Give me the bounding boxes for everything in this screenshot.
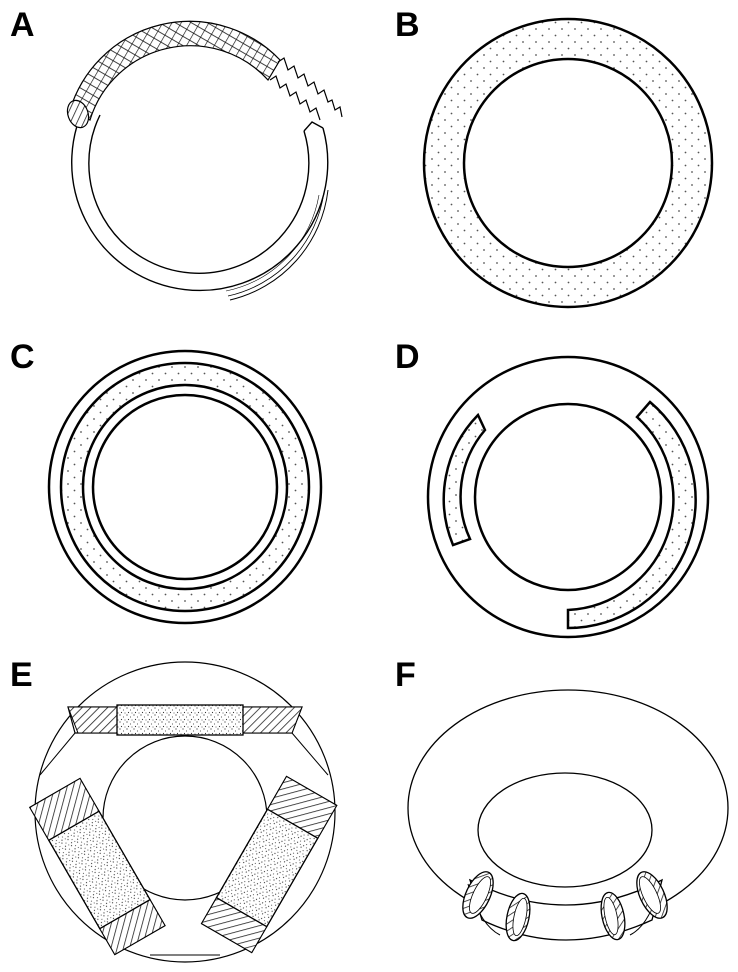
panel-f-torus <box>407 689 729 942</box>
panel-e-ring <box>28 661 338 963</box>
panel-c-ring <box>47 349 323 625</box>
panel-label-e: E <box>10 656 33 694</box>
panel-d-ring <box>426 355 710 639</box>
panel-label-f: F <box>395 656 416 694</box>
panel-b-ring <box>422 17 714 309</box>
panel-label-d: D <box>395 338 420 376</box>
panel-label-b: B <box>395 6 420 44</box>
panel-label-c: C <box>10 338 35 376</box>
panel-a-ring <box>66 20 343 301</box>
panel-label-a: A <box>10 6 35 44</box>
